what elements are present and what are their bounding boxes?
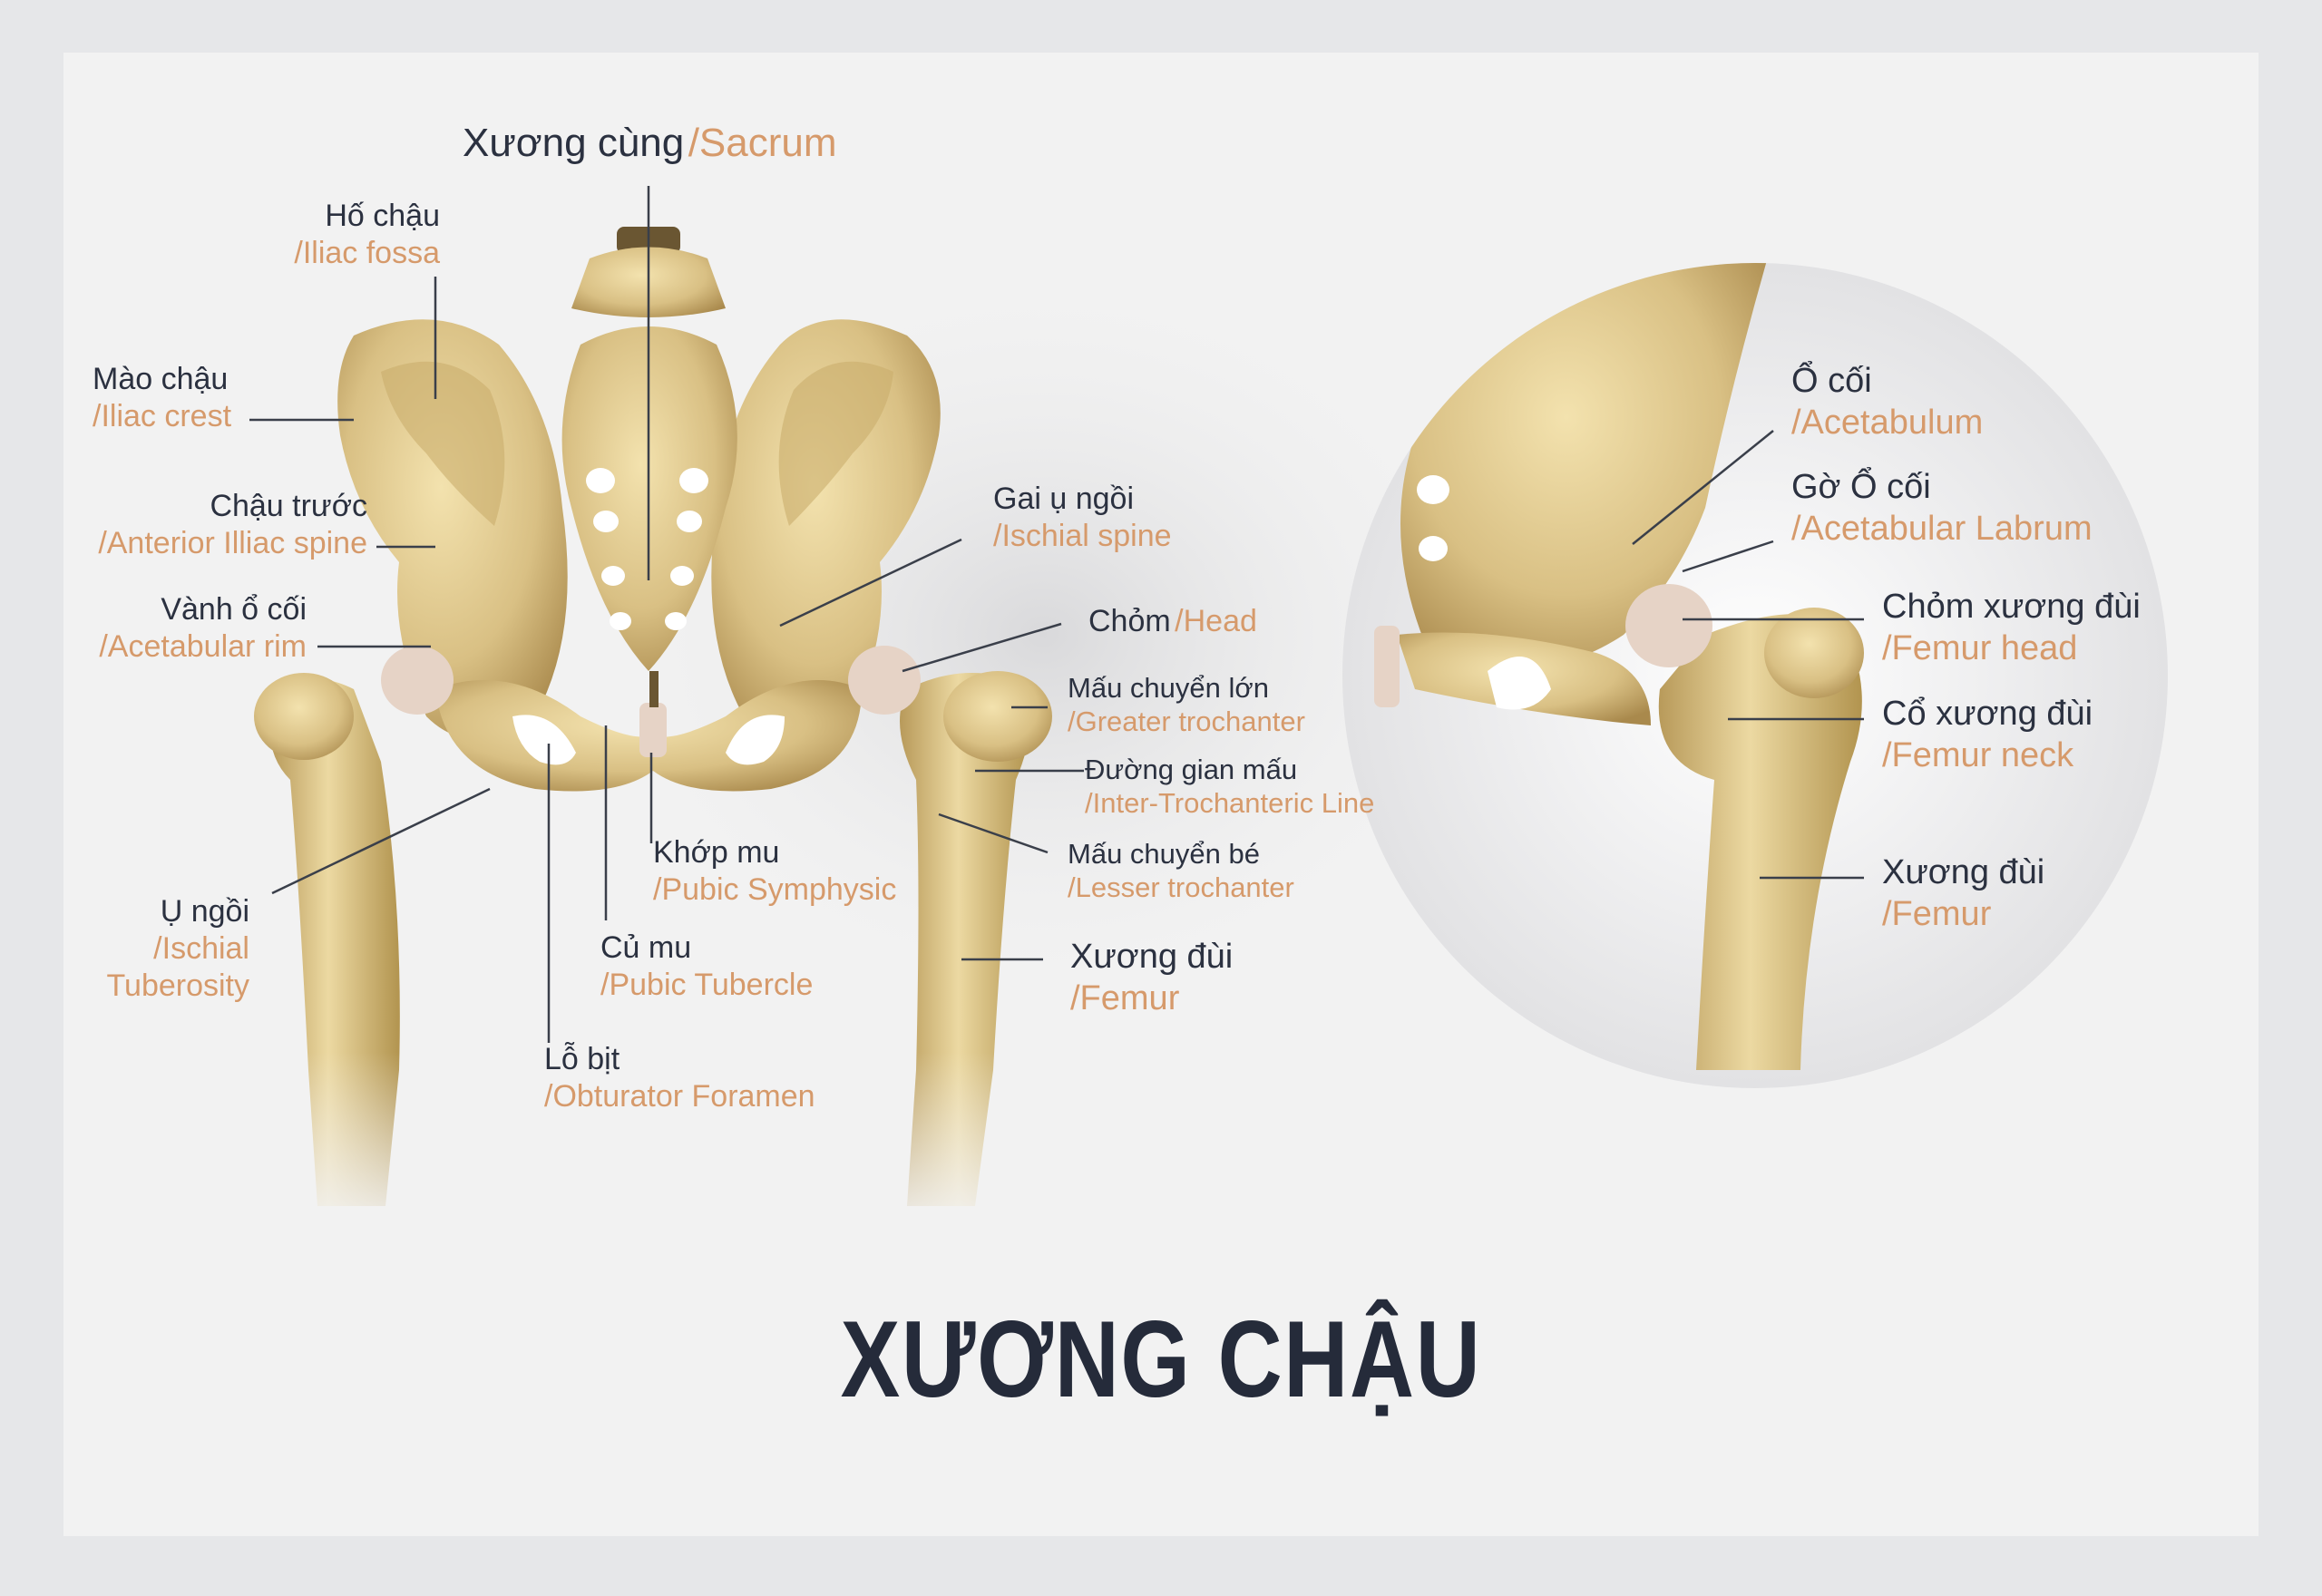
- label-pubic-symphysis: Khớp mu /Pubic Symphysic: [653, 834, 896, 909]
- zoom-foramen-1: [1417, 475, 1449, 504]
- label-iliac-fossa: Hố chậu /Iliac fossa: [294, 198, 440, 272]
- label-anterior-iliac-spine-vi: Chậu trước: [210, 489, 367, 523]
- label-acetabular-labrum-en: /Acetabular Labrum: [1791, 509, 2093, 548]
- label-ischial-spine-vi: Gai ụ ngồi: [993, 482, 1134, 516]
- left-femoral-head-shape: [381, 646, 454, 715]
- label-femur-head: Chỏm xương đùi /Femur head: [1882, 587, 2141, 669]
- label-pubic-tubercle-vi: Củ mu: [600, 930, 692, 965]
- label-sacrum: Xương cùng /Sacrum: [463, 120, 837, 168]
- label-head-en: /Head: [1175, 604, 1257, 638]
- label-iliac-fossa-vi: Hố chậu: [325, 199, 440, 233]
- label-acetabulum-vi: Ổ cối: [1791, 362, 1872, 400]
- label-pubic-tubercle-en: /Pubic Tubercle: [600, 967, 814, 1002]
- label-anterior-iliac-spine-en: /Anterior Illiac spine: [98, 525, 367, 560]
- label-sacrum-vi: Xương cùng: [463, 121, 685, 165]
- femur-fade: [254, 1052, 1052, 1233]
- label-lesser-trochanter: Mấu chuyển bé /Lesser trochanter: [1068, 837, 1294, 904]
- label-head: Chỏm /Head: [1088, 603, 1257, 640]
- label-inter-trochanteric-line-en: /Inter-Trochanteric Line: [1085, 787, 1375, 820]
- label-greater-trochanter-vi: Mấu chuyển lớn: [1068, 672, 1269, 704]
- label-femur-right: Xương đùi /Femur: [1882, 852, 2044, 935]
- zoom-obturator-shape: [1488, 657, 1551, 710]
- label-acetabulum: Ổ cối /Acetabulum: [1791, 361, 1983, 443]
- zoom-foramen-2: [1419, 536, 1448, 561]
- label-iliac-crest-vi: Mào chậu: [93, 362, 229, 396]
- label-femur-head-vi: Chỏm xương đùi: [1882, 588, 2141, 626]
- left-ilium-shape: [337, 319, 568, 739]
- label-femur-right-en: /Femur: [1882, 894, 1992, 933]
- label-obturator-foramen-vi: Lỗ bịt: [544, 1042, 620, 1076]
- label-acetabular-labrum: Gờ Ổ cối /Acetabular Labrum: [1791, 467, 2093, 550]
- zoom-greater-trochanter-shape: [1764, 608, 1864, 698]
- left-greater-trochanter-shape: [254, 673, 354, 760]
- label-iliac-crest: Mào chậu /Iliac crest: [93, 361, 231, 435]
- label-acetabular-rim-en: /Acetabular rim: [99, 628, 307, 664]
- left-iliac-fossa-shape: [381, 361, 505, 526]
- symphysis-bar: [649, 671, 659, 707]
- left-obturator-foramen-shape: [512, 715, 576, 765]
- label-femur-left: Xương đùi /Femur: [1070, 937, 1233, 1019]
- label-lesser-trochanter-en: /Lesser trochanter: [1068, 871, 1294, 904]
- label-ischial-spine-en: /Ischial spine: [993, 518, 1172, 553]
- label-acetabular-rim-vi: Vành ổ cối: [161, 592, 307, 627]
- label-ischial-spine: Gai ụ ngồi /Ischial spine: [993, 481, 1172, 555]
- label-ischial-tuberosity-en2: Tuberosity: [106, 968, 249, 1003]
- zoom-symphysis-shape: [1374, 626, 1400, 707]
- label-obturator-foramen: Lỗ bịt /Obturator Foramen: [544, 1041, 815, 1115]
- label-anterior-iliac-spine: Chậu trước /Anterior Illiac spine: [98, 488, 367, 562]
- right-greater-trochanter-shape: [943, 671, 1052, 762]
- right-iliac-fossa-shape: [778, 361, 893, 526]
- label-femur-head-en: /Femur head: [1882, 628, 2078, 667]
- label-pubic-symphysis-en: /Pubic Symphysic: [653, 871, 897, 907]
- label-ischial-tuberosity: Ụ ngồi /Ischial Tuberosity: [107, 893, 249, 1004]
- label-inter-trochanteric-line-vi: Đường gian mấu: [1085, 754, 1298, 785]
- hip-joint-zoom: [1342, 263, 2168, 1088]
- label-lesser-trochanter-vi: Mấu chuyển bé: [1068, 838, 1260, 870]
- label-femur-neck-en: /Femur neck: [1882, 735, 2074, 774]
- pubic-symphysis-shape: [639, 703, 667, 757]
- zoom-femur-head-shape: [1625, 584, 1712, 667]
- label-acetabulum-en: /Acetabulum: [1791, 403, 1984, 442]
- label-head-vi: Chỏm: [1088, 604, 1171, 638]
- zoom-femur-shape: [1658, 614, 1862, 1070]
- label-obturator-foramen-en: /Obturator Foramen: [544, 1078, 815, 1114]
- label-ischial-tuberosity-vi: Ụ ngồi: [160, 894, 249, 929]
- page-title: XƯƠNG CHẬU: [840, 1299, 1482, 1420]
- leader-lines: [249, 186, 1864, 1043]
- right-femoral-head-shape: [848, 646, 921, 715]
- label-inter-trochanteric-line: Đường gian mấu /Inter-Trochanteric Line: [1085, 753, 1374, 820]
- label-greater-trochanter-en: /Greater trochanter: [1068, 706, 1305, 738]
- label-femur-right-vi: Xương đùi: [1882, 853, 2045, 891]
- label-iliac-fossa-en: /Iliac fossa: [294, 235, 440, 270]
- label-iliac-crest-en: /Iliac crest: [93, 398, 232, 433]
- label-pubic-tubercle: Củ mu /Pubic Tubercle: [600, 929, 813, 1004]
- label-greater-trochanter: Mấu chuyển lớn /Greater trochanter: [1068, 671, 1305, 738]
- label-sacrum-en: /Sacrum: [688, 121, 837, 165]
- right-ilium-shape: [711, 319, 941, 739]
- label-acetabular-labrum-vi: Gờ Ổ cối: [1791, 468, 1931, 506]
- label-femur-neck: Cổ xương đùi /Femur neck: [1882, 694, 2093, 776]
- label-femur-left-vi: Xương đùi: [1070, 938, 1234, 976]
- label-ischial-tuberosity-en1: /Ischial: [153, 930, 249, 966]
- label-femur-neck-vi: Cổ xương đùi: [1882, 695, 2093, 733]
- label-pubic-symphysis-vi: Khớp mu: [653, 835, 780, 870]
- sacral-foramina: [586, 468, 708, 630]
- right-obturator-foramen-shape: [726, 715, 785, 765]
- label-femur-left-en: /Femur: [1070, 978, 1180, 1017]
- pelvis-front-view: [254, 227, 1052, 1233]
- label-acetabular-rim: Vành ổ cối /Acetabular rim: [99, 591, 307, 666]
